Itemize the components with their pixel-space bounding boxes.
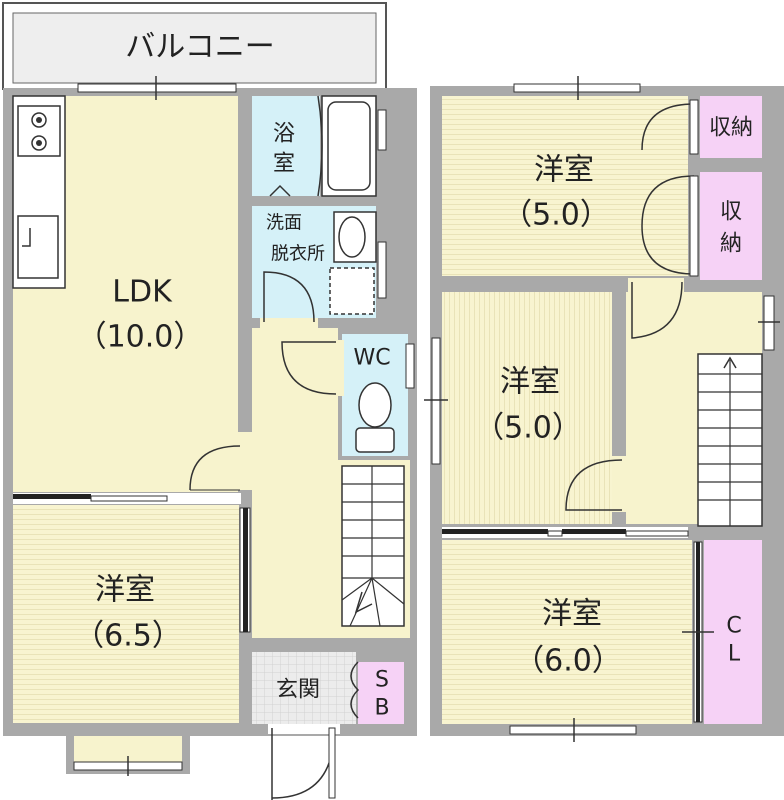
hallway-2f-window <box>758 295 780 351</box>
west-2f-c-size-label: （6.0） <box>514 644 622 679</box>
west-2f-b-size-label: （5.0） <box>474 411 582 446</box>
storage-doors <box>641 99 699 277</box>
storage-a-floor <box>700 96 762 158</box>
storage-b-floor <box>700 172 762 280</box>
wc-window <box>405 343 415 389</box>
storage-b-label-1: 収 <box>720 200 742 225</box>
bay-window <box>66 736 190 776</box>
storage-b-label-2: 納 <box>720 232 742 257</box>
bath-label-2: 室 <box>273 152 295 177</box>
kitchen-counter <box>12 95 66 289</box>
wc-label: WC <box>353 346 390 371</box>
genkan-label: 玄関 <box>276 678 320 703</box>
sliding-door-2f <box>442 527 689 538</box>
wc-door <box>281 340 344 396</box>
west-2f-c-window <box>509 718 637 742</box>
west-2f-a-size-label: （5.0） <box>502 198 610 233</box>
shoebox-label-2: B <box>374 696 389 721</box>
ldk-door <box>189 432 252 491</box>
shoebox-floor <box>358 662 404 724</box>
ldk-label: LDK <box>112 275 173 310</box>
washbasin-icon <box>333 211 377 263</box>
west-1f-label: 洋室 <box>95 573 155 608</box>
sink-icon <box>17 215 59 279</box>
genkan-floor <box>252 652 356 724</box>
ldk-top-window <box>77 76 237 100</box>
west-2f-b-floor <box>442 292 612 524</box>
stove-burner-icon <box>31 112 47 128</box>
west-2f-c-floor <box>442 540 692 724</box>
hallway-1f <box>252 328 338 638</box>
closet-label-2: L <box>728 642 741 667</box>
west-1f-floor <box>13 505 239 723</box>
washroom-label-1: 洗面 <box>266 213 302 234</box>
bath-floor <box>252 96 320 196</box>
shoebox-label-1: S <box>375 668 389 693</box>
west-2f-a-door <box>628 278 684 339</box>
washing-machine-icon <box>329 267 375 315</box>
closet-label-1: C <box>726 614 741 639</box>
washroom-door <box>260 271 318 330</box>
west-2f-a-label: 洋室 <box>534 153 594 188</box>
ldk-size-label: （10.0） <box>77 320 204 355</box>
arrow-up-icon <box>723 356 737 369</box>
bath-window <box>377 109 387 151</box>
west-2f-b-window <box>424 337 448 465</box>
floor-1f <box>2 2 422 800</box>
west-2f-a-window <box>513 76 641 100</box>
storage-a-label: 収納 <box>709 116 753 141</box>
stairs-1f <box>341 465 405 627</box>
sliding-door-ldk-west <box>13 493 241 504</box>
west-2f-c-label: 洋室 <box>542 597 602 632</box>
west-1f-size-label: （6.5） <box>74 619 182 654</box>
toilet-icon <box>355 382 395 453</box>
west-2f-b-label: 洋室 <box>500 365 560 400</box>
entry-door <box>268 724 340 800</box>
washroom-window <box>377 241 387 299</box>
west-2f-b-door <box>565 456 626 512</box>
bath-label-1: 浴 <box>273 122 295 147</box>
floor-2f <box>424 76 784 742</box>
washroom-label-2: 脱衣所 <box>271 244 325 265</box>
balcony-label: バルコニー <box>125 30 274 65</box>
stairs-2f <box>697 353 763 527</box>
balcony <box>2 2 387 90</box>
stove-burner-icon <box>31 135 47 151</box>
